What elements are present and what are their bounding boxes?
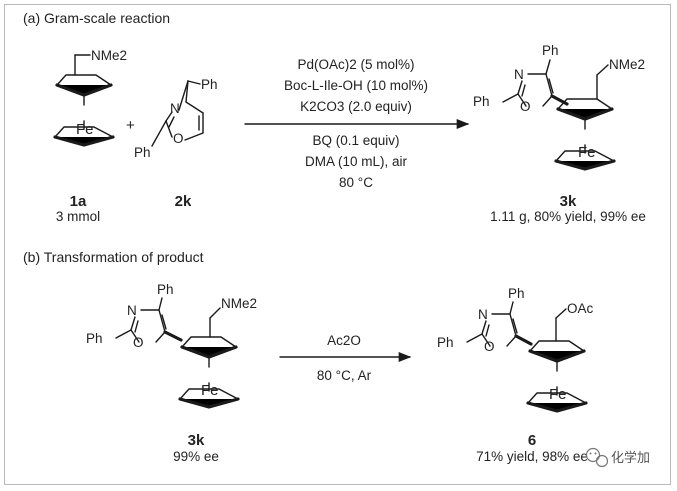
6-note: 71% yield, 98% ee [476,449,588,464]
3k-b-ph-left: Ph [86,331,103,346]
3k-b-substituent: NMe2 [221,296,257,311]
6-metal: Fe [549,386,567,403]
condition-solvent: DMA (10 mL), air [305,154,408,169]
3k-substituent: NMe2 [609,57,645,72]
3k-note: 1.11 g, 80% yield, 99% ee [490,209,646,224]
condition-temperature-b: 80 °C, Ar [317,368,372,383]
3k-id: 3k [560,193,577,210]
1a-substituent: NMe2 [91,48,127,63]
3k-b-id: 3k [188,432,205,449]
2k-n: N [170,101,180,116]
6-substituent: OAc [567,301,594,316]
1a-metal: Fe [76,121,94,138]
condition-base: K2CO3 (2.0 equiv) [300,99,412,114]
condition-temperature: 80 °C [339,175,373,190]
conditions-above-a: Pd(OAc)2 (5 mol%) Boc-L-Ile-OH (10 mol%)… [284,57,428,114]
6-ph-left: Ph [437,335,454,350]
3k-b-n: N [127,303,137,318]
3k-ph-left: Ph [473,94,490,109]
2k-ph-top: Ph [201,77,218,92]
6-n: N [478,307,488,322]
6-o: O [484,339,495,354]
6-id: 6 [528,432,536,449]
3k-metal: Fe [578,144,596,161]
3k-b-o: O [133,335,144,350]
3k-n: N [514,67,524,82]
3k-b-metal: Fe [201,382,219,399]
watermark-text: 化学加 [611,450,650,466]
3k-b-note: 99% ee [173,449,219,464]
1a-note: 3 mmol [56,209,100,224]
3k-b-ph-top: Ph [157,282,174,297]
condition-reagent-b: Ac2O [327,333,361,348]
structure-1a: NMe2 Fe [53,48,127,147]
3k-ph-top: Ph [542,43,559,58]
structure-3k-product: Ph N O Ph NMe2 Fe [473,43,645,171]
structure-3k-reagent: Ph N O Ph NMe2 Fe [86,282,257,409]
structure-2k: Ph N O Ph [134,77,218,160]
plus-sign: + [126,117,135,134]
1a-id: 1a [70,193,87,210]
2k-ph-left: Ph [134,145,151,160]
3k-o: O [520,99,531,114]
part-b-title: (b) Transformation of product [23,249,204,265]
2k-o: O [173,131,184,146]
part-a-title: (a) Gram-scale reaction [23,10,170,26]
condition-oxidant: BQ (0.1 equiv) [312,133,399,148]
conditions-below-a: BQ (0.1 equiv) DMA (10 mL), air 80 °C [305,133,408,190]
structure-6: Ph N O Ph OAc Fe [437,286,594,413]
2k-id: 2k [175,193,192,210]
condition-catalyst: Pd(OAc)2 (5 mol%) [297,57,414,72]
6-ph-top: Ph [508,286,525,301]
watermark: 化学加 [585,447,650,468]
condition-ligand: Boc-L-Ile-OH (10 mol%) [284,78,428,93]
wechat-icon [585,447,609,468]
